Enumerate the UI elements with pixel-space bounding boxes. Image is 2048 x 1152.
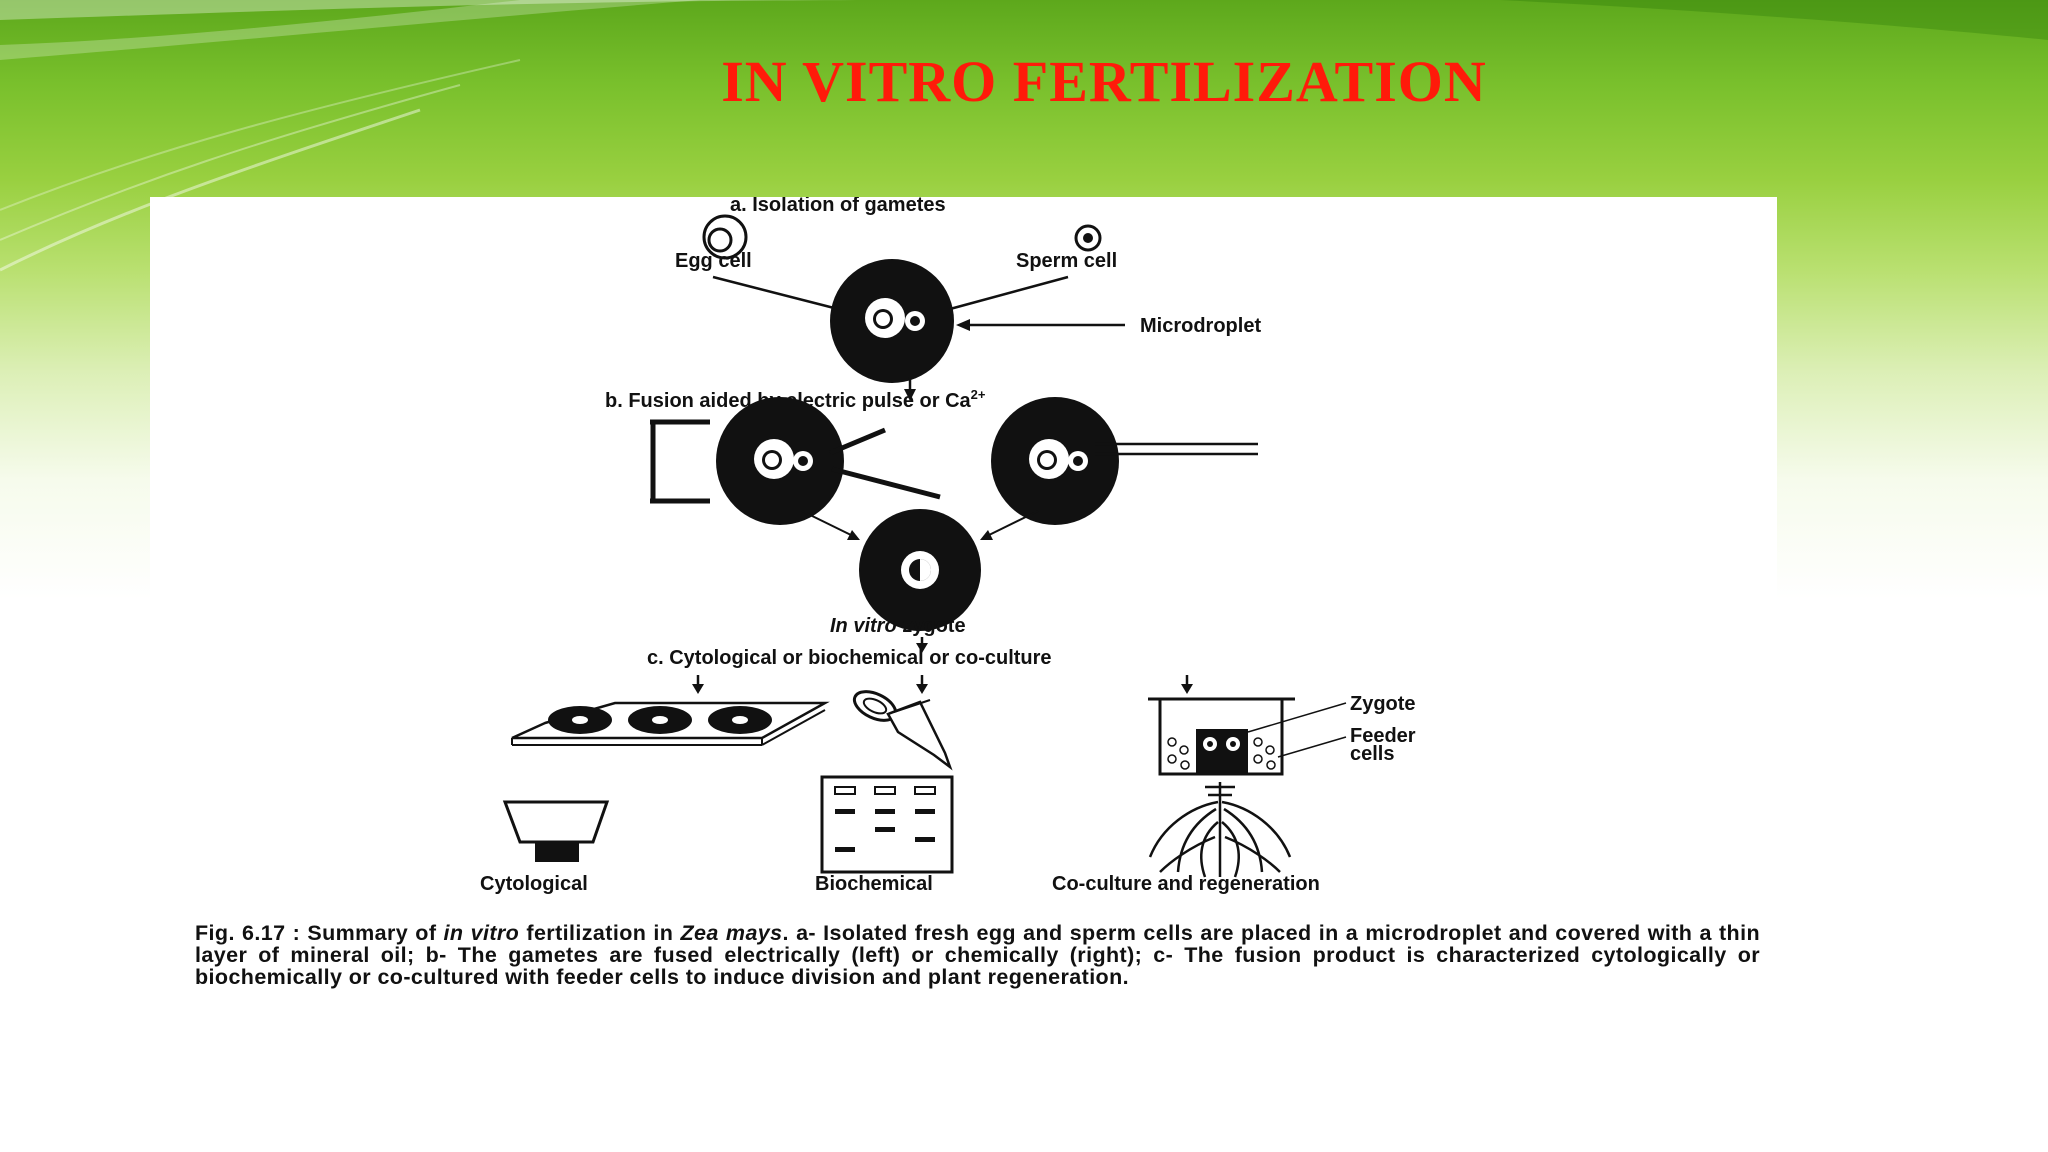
caption-part-3: fertilization in [519, 921, 681, 945]
slide-title: IN VITRO FERTILIZATION [721, 49, 1487, 114]
section-a-heading: a. Isolation of gametes [730, 197, 946, 216]
zygote-callout-label: Zygote [1350, 693, 1416, 715]
feeder-cells-label-line2: cells [1350, 743, 1394, 765]
sperm-cell-icon [1074, 224, 1102, 252]
sperm-cell-label: Sperm cell [1016, 250, 1117, 272]
microdroplet-icon [830, 259, 954, 383]
electrophoresis-gel-icon [820, 775, 954, 874]
culture-slide-icon [511, 701, 830, 746]
arrow-b-to-c-head [916, 643, 928, 653]
chemical-fusion-droplet-icon [991, 397, 1258, 525]
zygote-label-italic: In vitro [830, 615, 897, 637]
egg-pointer-line [712, 275, 839, 311]
background-swoosh [1500, 0, 2048, 40]
arrow-to-coculture-head [1181, 684, 1193, 694]
arrow-to-cytological-head [692, 684, 704, 694]
section-b-superscript: 2+ [971, 387, 986, 402]
arrow-to-biochemical-head [916, 684, 928, 694]
microscope-objective-icon [502, 800, 610, 862]
microdroplet-label: Microdroplet [1140, 315, 1261, 337]
arrow-a-to-b-head [904, 389, 916, 401]
sperm-pointer-line [949, 275, 1069, 311]
electric-fusion-droplet-icon [650, 397, 941, 525]
arrow-left-to-zygote [801, 510, 854, 537]
arrow-right-to-zygote-head [980, 530, 993, 540]
figure-caption: Fig. 6.17 : Summary of in vitro fertiliz… [195, 922, 1760, 988]
caption-part-5: . a- Isolated fresh egg and sperm cells … [195, 921, 1760, 989]
feeder-cells-label-line1: Feeder [1350, 725, 1416, 747]
microcentrifuge-tube-icon [852, 690, 953, 771]
egg-cell-label: Egg cell [675, 250, 752, 272]
cytological-label: Cytological [480, 873, 588, 895]
coculture-label: Co-culture and regeneration [1052, 873, 1320, 895]
figure-panel: a. Isolation of gametes Egg cell Sperm c… [150, 197, 1777, 1047]
zygote-icon [859, 509, 981, 631]
zygote-label-rest: zygote [897, 615, 966, 637]
microdroplet-arrowhead [956, 319, 970, 331]
zygote-label: In vitro zygote [830, 615, 966, 637]
section-c-heading: c. Cytological or biochemical or co-cult… [647, 647, 1052, 669]
caption-part-1: Fig. 6.17 : Summary of [195, 921, 444, 945]
fertilization-diagram: a. Isolation of gametes Egg cell Sperm c… [480, 197, 1416, 895]
biochemical-label: Biochemical [815, 873, 933, 895]
egg-cell-icon [702, 214, 748, 260]
caption-italic-in-vitro: in vitro [443, 921, 520, 945]
arrow-right-to-zygote [986, 510, 1039, 537]
arrow-left-to-zygote-head [847, 530, 860, 540]
caption-italic-species: Zea mays [680, 921, 783, 945]
coculture-dish-icon [1148, 697, 1347, 776]
regenerated-plant-icon [1148, 782, 1292, 878]
